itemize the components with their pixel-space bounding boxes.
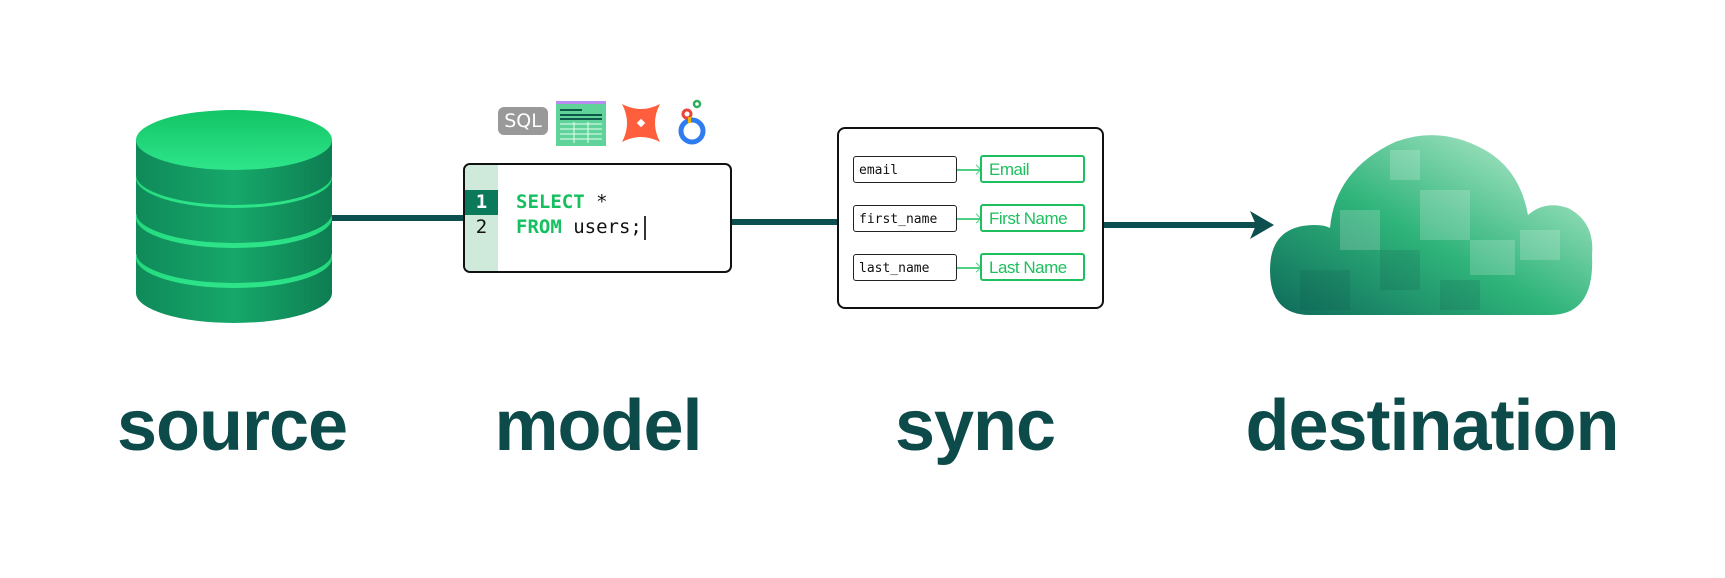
code-line: FROM users;	[516, 215, 646, 240]
line-number: 2	[475, 216, 488, 238]
sql-badge: SQL	[498, 107, 548, 135]
source-field: email	[853, 156, 957, 183]
connector-sync-destination	[1100, 222, 1260, 228]
stage-label-destination: destination	[1245, 386, 1619, 466]
field-mapping-panel: email Email first_name First Name last_n…	[837, 127, 1104, 309]
sql-editor[interactable]: 1 2 SELECT * FROM users;	[463, 163, 732, 273]
code-line: SELECT *	[516, 190, 608, 215]
connector-model-sync	[728, 219, 839, 225]
sql-keyword: FROM	[516, 216, 562, 238]
dbt-icon	[622, 104, 660, 142]
destination-field: First Name	[980, 204, 1085, 232]
spreadsheet-icon	[556, 101, 606, 146]
database-icon	[136, 110, 332, 323]
sql-keyword: SELECT	[516, 191, 585, 213]
mapping-arrow-icon	[957, 169, 980, 171]
destination-field: Email	[980, 155, 1085, 183]
line-number-gutter	[465, 165, 498, 271]
cloud-icon	[1270, 135, 1593, 315]
stage-label-source: source	[116, 386, 348, 466]
connector-source-model	[320, 215, 465, 221]
arrowhead-icon	[1250, 211, 1274, 239]
stage-label-model: model	[494, 386, 702, 466]
line-number: 1	[465, 190, 498, 215]
text-cursor	[643, 215, 646, 240]
source-field: last_name	[853, 254, 957, 281]
source-field: first_name	[853, 205, 957, 232]
mapping-arrow-icon	[957, 267, 980, 269]
destination-field: Last Name	[980, 253, 1085, 281]
stage-label-sync: sync	[894, 386, 1056, 466]
sql-text: users;	[561, 216, 642, 238]
looker-icon	[678, 99, 706, 145]
mapping-arrow-icon	[957, 218, 980, 220]
sql-text: *	[584, 191, 608, 213]
